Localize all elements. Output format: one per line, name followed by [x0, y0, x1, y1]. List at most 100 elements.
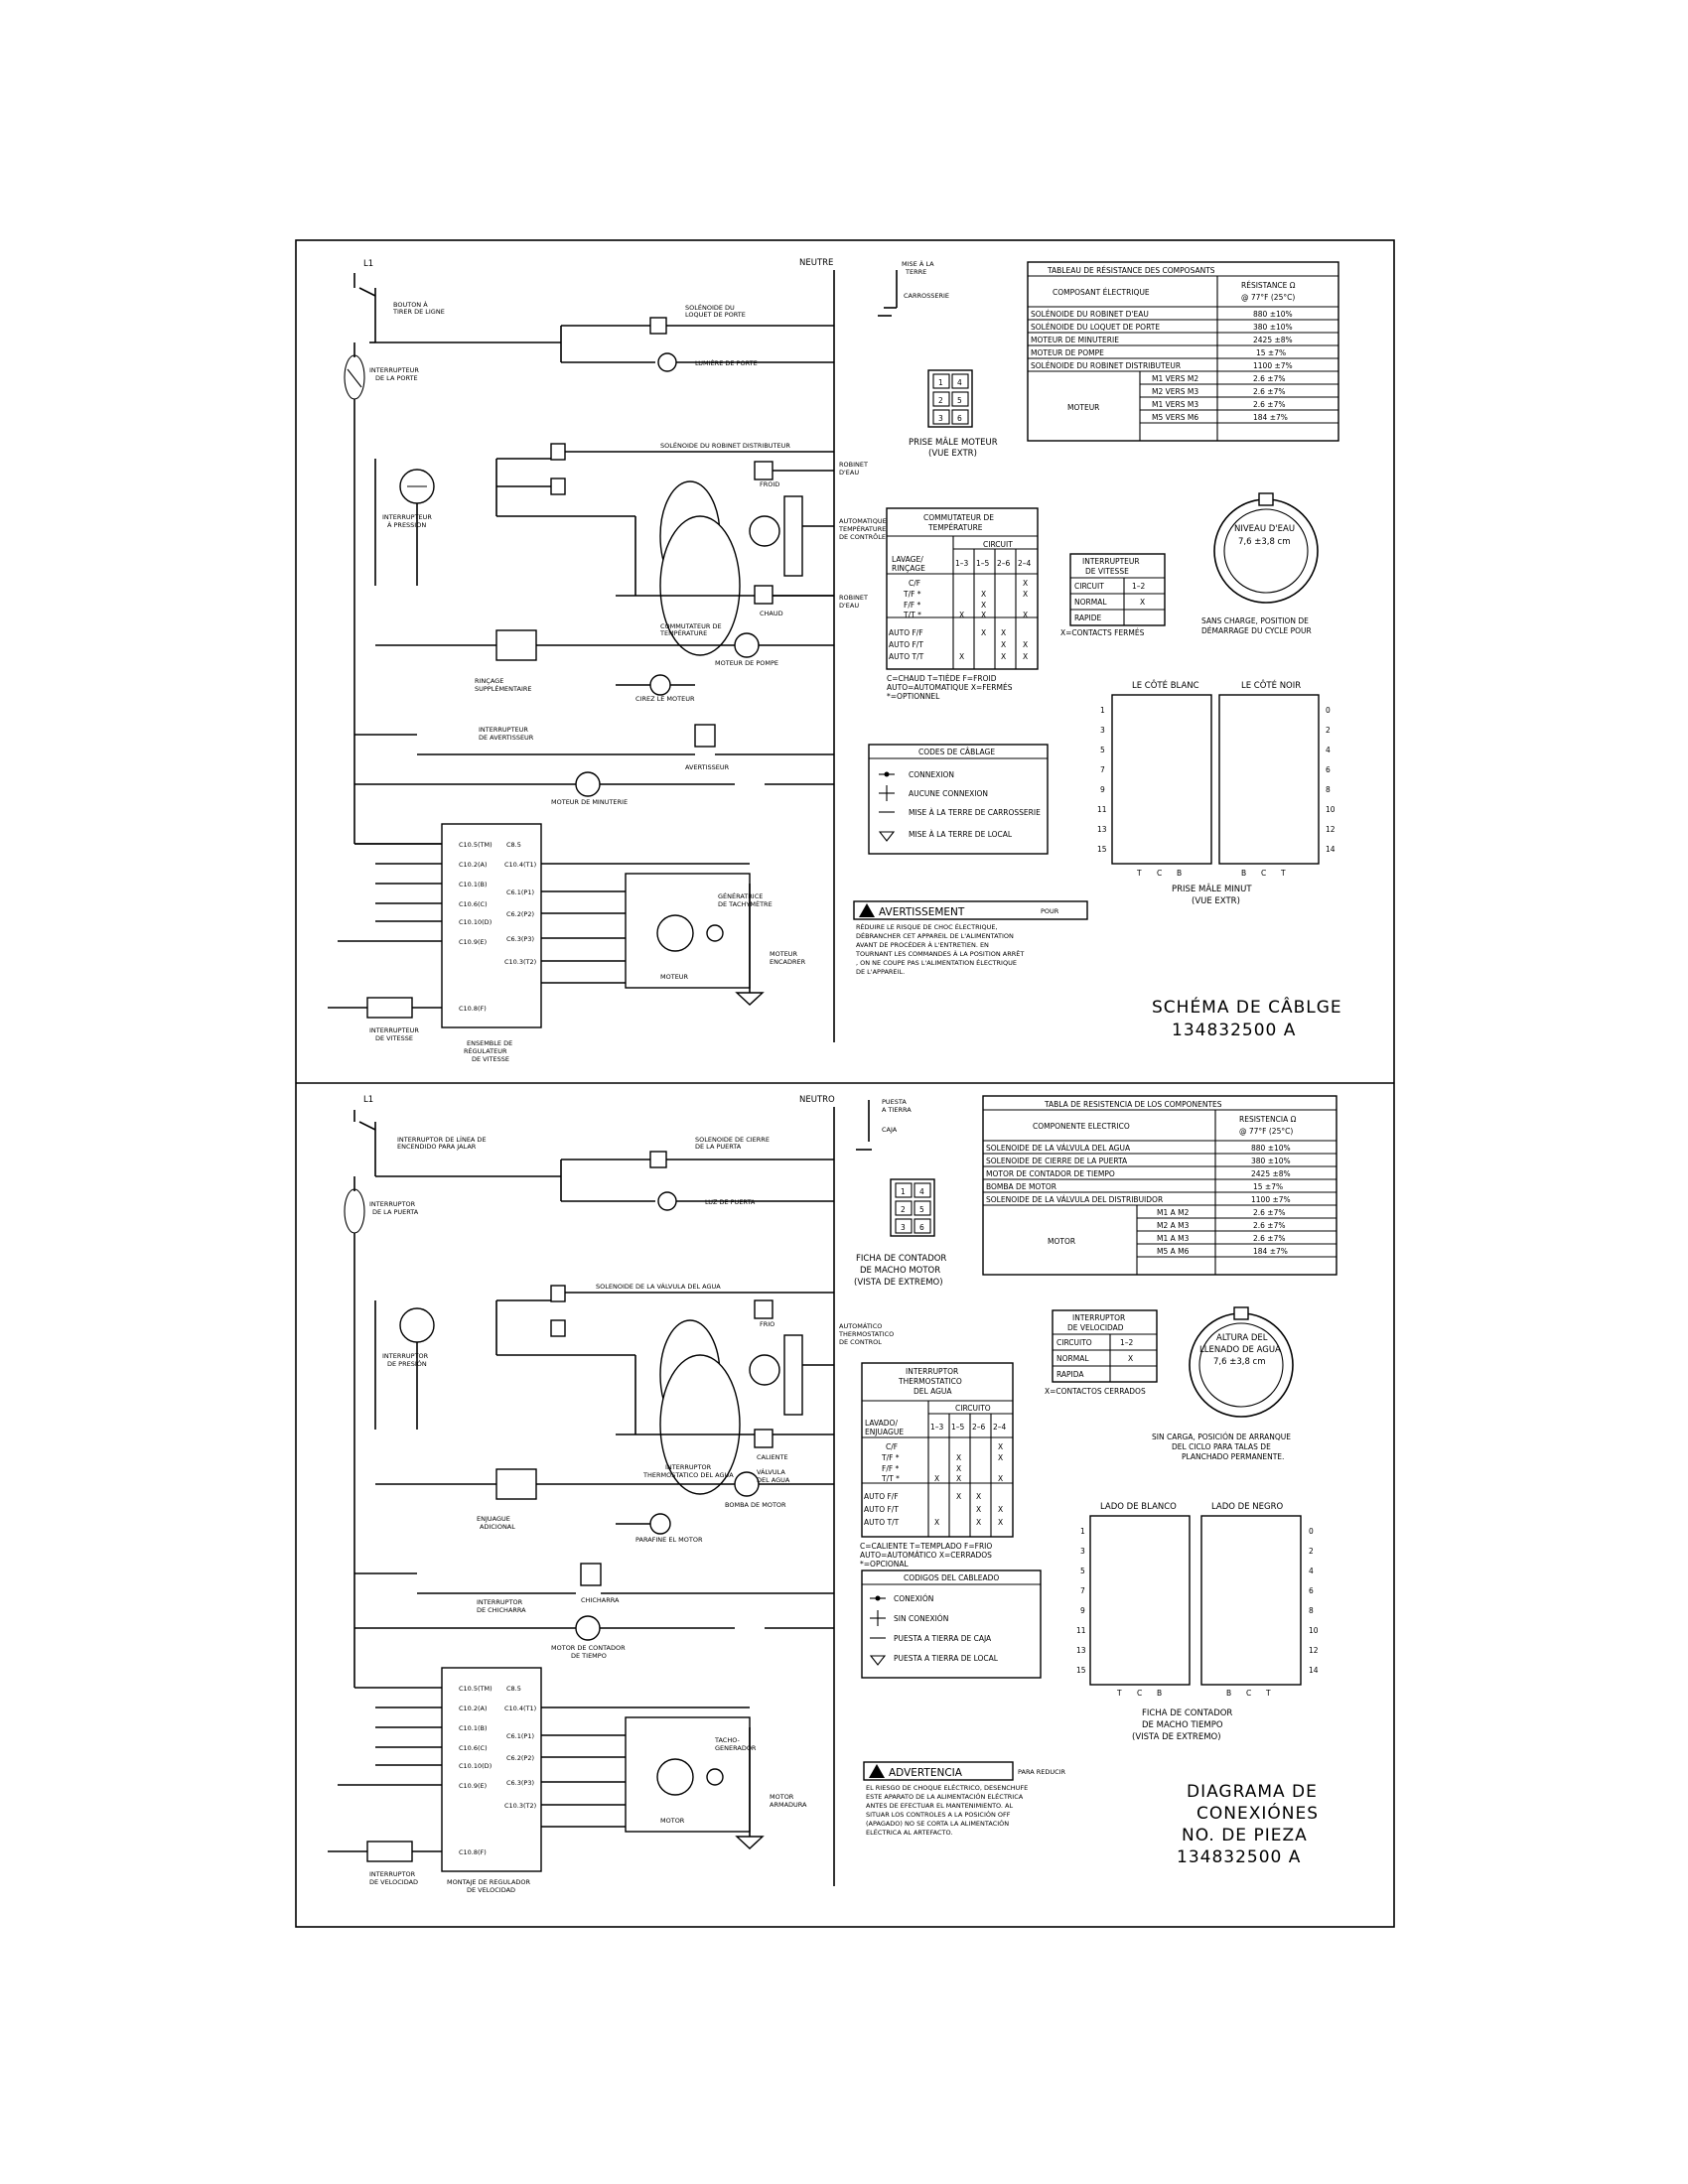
svg-text:3: 3 [1080, 1547, 1085, 1556]
svg-text:RÉGULATEUR: RÉGULATEUR [464, 1046, 507, 1055]
svg-text:X: X [981, 611, 986, 619]
svg-text:DÉMARRAGE DU CYCLE POUR: DÉMARRAGE DU CYCLE POUR [1201, 626, 1312, 635]
svg-text:X: X [1128, 1354, 1133, 1363]
svg-text:C10.3(T2): C10.3(T2) [504, 958, 536, 966]
svg-text:CAJA: CAJA [882, 1126, 898, 1134]
svg-text:DE TIEMPO: DE TIEMPO [571, 1652, 607, 1660]
svg-text:NORMAL: NORMAL [1074, 598, 1107, 607]
svg-text:C: C [1261, 869, 1266, 878]
svg-text:14: 14 [1309, 1666, 1319, 1675]
svg-text:PUESTA A TIERRA DE CAJA: PUESTA A TIERRA DE CAJA [894, 1634, 992, 1643]
svg-text:8: 8 [1326, 785, 1331, 794]
svg-text:11: 11 [1076, 1626, 1086, 1635]
svg-text:INTERRUPTOR: INTERRUPTOR [665, 1463, 712, 1471]
svg-text:C10.4(T1): C10.4(T1) [504, 861, 536, 869]
svg-text:COMPOSANT ÉLECTRIQUE: COMPOSANT ÉLECTRIQUE [1053, 288, 1150, 297]
svg-text:INTERRUPTOR: INTERRUPTOR [1072, 1313, 1125, 1322]
svg-text:M1 A M3: M1 A M3 [1157, 1234, 1190, 1243]
svg-text:À PRESSION: À PRESSION [387, 520, 426, 529]
svg-text:ENJUAGUE: ENJUAGUE [865, 1428, 904, 1436]
svg-text:(VISTA DE EXTREMO): (VISTA DE EXTREMO) [1132, 1732, 1221, 1742]
svg-text:AUTOMATIQUE: AUTOMATIQUE [839, 517, 887, 525]
svg-text:MOTEUR: MOTEUR [1067, 403, 1099, 412]
svg-text:1: 1 [1080, 1527, 1085, 1536]
svg-text:3: 3 [901, 1223, 906, 1232]
svg-text:INTERRUPTOR DE LÍNEA DE: INTERRUPTOR DE LÍNEA DE [397, 1135, 487, 1144]
svg-text:RAPIDA: RAPIDA [1056, 1370, 1084, 1379]
svg-text:THERMOSTATICO: THERMOSTATICO [838, 1330, 894, 1338]
svg-text:2–6: 2–6 [997, 559, 1011, 568]
svg-text:ADVERTENCIA: ADVERTENCIA [889, 1767, 963, 1779]
svg-text:880 ±10%: 880 ±10% [1253, 310, 1293, 319]
svg-text:DE LA PORTE: DE LA PORTE [375, 374, 418, 382]
svg-text:TEMPÉRATURE: TEMPÉRATURE [838, 524, 886, 533]
svg-text:C10.10(D): C10.10(D) [459, 1762, 492, 1770]
svg-text:C: C [1137, 1689, 1142, 1698]
svg-text:INTERRUPTOR: INTERRUPTOR [369, 1870, 416, 1878]
svg-text:ROBINET: ROBINET [839, 461, 868, 469]
svg-text:RÉDUIRE LE RISQUE DE CHOC ÉLEC: RÉDUIRE LE RISQUE DE CHOC ÉLECTRIQUE, [856, 922, 998, 931]
svg-text:INTERRUPTEUR: INTERRUPTEUR [1082, 557, 1140, 566]
svg-text:PUESTA A TIERRA DE LOCAL: PUESTA A TIERRA DE LOCAL [894, 1654, 999, 1663]
motor-plug-label: PRISE MÂLE MOTEUR [909, 436, 998, 448]
wiring-codes-french: CODES DE CÂBLAGE CONNEXION AUCUNE CONNEX… [868, 744, 1049, 855]
svg-text:SIN CARGA, POSICIÓN DE ARRANQU: SIN CARGA, POSICIÓN DE ARRANQUE [1152, 1433, 1291, 1441]
svg-text:SUPPLÉMENTAIRE: SUPPLÉMENTAIRE [475, 684, 531, 693]
svg-text:C/F: C/F [886, 1442, 898, 1451]
svg-text:MOTEUR DE POMPE: MOTEUR DE POMPE [1031, 348, 1104, 357]
svg-text:X=CONTACTOS CERRADOS: X=CONTACTOS CERRADOS [1045, 1387, 1146, 1396]
svg-text:C10.8(F): C10.8(F) [459, 1005, 487, 1013]
svg-text:THERMOSTATICO: THERMOSTATICO [898, 1377, 962, 1386]
svg-text:12: 12 [1326, 825, 1336, 834]
svg-text:SITUAR LOS CONTROLES A LA POSI: SITUAR LOS CONTROLES A LA POSICIÓN OFF [866, 1810, 1011, 1819]
svg-text:DEL AGUA: DEL AGUA [757, 1476, 790, 1484]
svg-text:RINÇAGE: RINÇAGE [475, 677, 503, 685]
svg-text:9: 9 [1100, 785, 1105, 794]
svg-text:DE L'APPAREIL.: DE L'APPAREIL. [856, 968, 905, 976]
svg-text:M1 A M2: M1 A M2 [1157, 1208, 1190, 1217]
svg-text:C10.5(TM): C10.5(TM) [459, 841, 492, 849]
svg-text:1: 1 [901, 1187, 906, 1196]
svg-text:X: X [1023, 579, 1028, 588]
svg-text:6: 6 [1309, 1586, 1314, 1595]
svg-text:1–3: 1–3 [955, 559, 969, 568]
svg-text:M1 VERS M3: M1 VERS M3 [1152, 400, 1198, 409]
svg-text:SOLÉNOIDE DU LOQUET DE PORTE: SOLÉNOIDE DU LOQUET DE PORTE [1031, 323, 1160, 332]
svg-text:C6.3(P3): C6.3(P3) [506, 1779, 534, 1787]
svg-text:CONEXIÓNES: CONEXIÓNES [1196, 1802, 1319, 1824]
svg-text:C10.2(A): C10.2(A) [459, 1705, 488, 1712]
svg-text:4: 4 [957, 378, 962, 387]
svg-text:SOLENOIDE DE LA VÁLVULA DEL DI: SOLENOIDE DE LA VÁLVULA DEL DISTRIBUIDOR [986, 1195, 1163, 1204]
svg-text:M2 A M3: M2 A M3 [1157, 1221, 1190, 1230]
svg-text:X: X [976, 1492, 981, 1501]
svg-text:(VUE EXTR): (VUE EXTR) [1192, 896, 1240, 906]
svg-text:ENSEMBLE DE: ENSEMBLE DE [467, 1039, 512, 1047]
svg-text:CODES DE CÂBLAGE: CODES DE CÂBLAGE [918, 748, 995, 756]
svg-text:3: 3 [938, 414, 943, 423]
svg-text:DE TACHYMÈTRE: DE TACHYMÈTRE [718, 899, 773, 908]
svg-text:SOLENOIDE DE CIERRE: SOLENOIDE DE CIERRE [695, 1136, 770, 1144]
svg-text:DE CHICHARRA: DE CHICHARRA [477, 1606, 526, 1614]
svg-text:*=OPCIONAL: *=OPCIONAL [860, 1560, 910, 1569]
svg-text:5: 5 [957, 396, 962, 405]
svg-text:M2 VERS M3: M2 VERS M3 [1152, 387, 1198, 396]
svg-text:CIREZ LE MOTEUR: CIREZ LE MOTEUR [635, 695, 695, 703]
svg-text:AUTO F/F: AUTO F/F [864, 1492, 899, 1501]
svg-text:TERRE: TERRE [905, 268, 926, 276]
svg-text:LE CÔTÉ BLANC: LE CÔTÉ BLANC [1132, 679, 1199, 691]
svg-text:15 ±7%: 15 ±7% [1253, 1182, 1283, 1191]
svg-text:X: X [981, 601, 986, 610]
svg-text:C=CALIENTE T=TEMPLADO F=FRIO: C=CALIENTE T=TEMPLADO F=FRIO [860, 1542, 992, 1551]
svg-text:10: 10 [1309, 1626, 1319, 1635]
svg-text:RAPIDE: RAPIDE [1074, 614, 1102, 622]
svg-text:380 ±10%: 380 ±10% [1253, 323, 1293, 332]
svg-text:X: X [998, 1453, 1003, 1462]
neutral-label: NEUTRE [799, 258, 833, 268]
svg-text:AUTO T/T: AUTO T/T [889, 652, 924, 661]
svg-text:SOLENOIDE DE LA VÁLVULA DEL AG: SOLENOIDE DE LA VÁLVULA DEL AGUA [596, 1282, 721, 1291]
svg-text:INTERRUPTEUR: INTERRUPTEUR [369, 366, 419, 374]
svg-text:CHAUD: CHAUD [760, 610, 783, 617]
svg-text:14: 14 [1326, 845, 1336, 854]
svg-text:2–4: 2–4 [993, 1423, 1007, 1432]
